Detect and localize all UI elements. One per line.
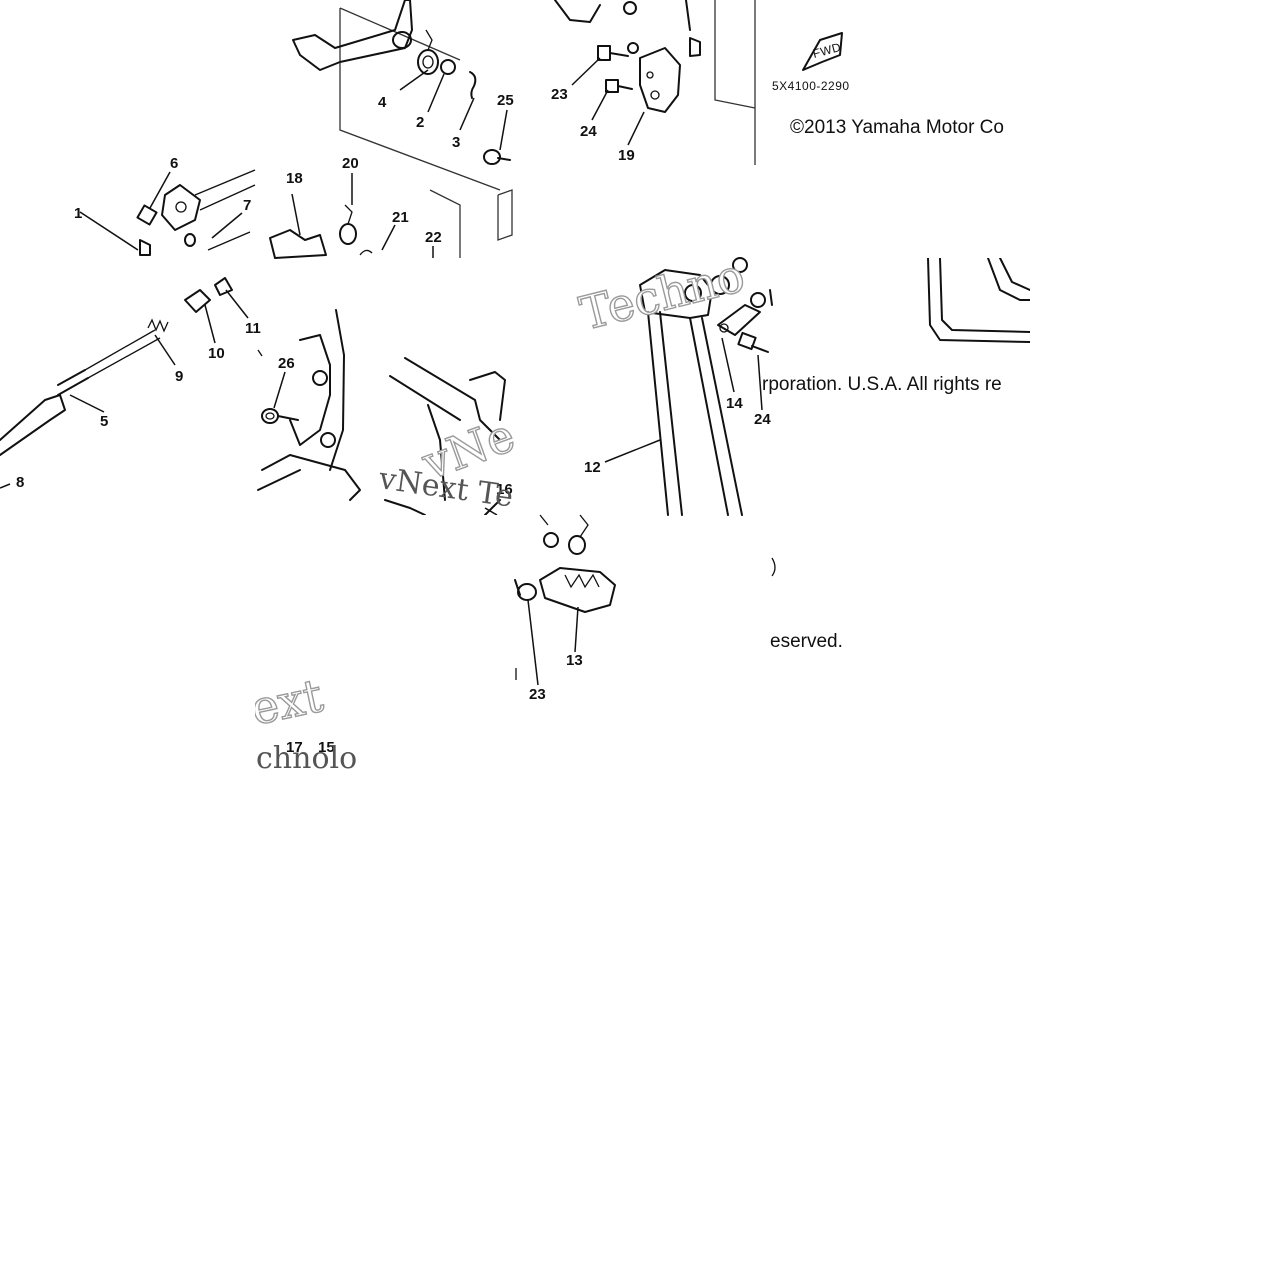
callout-26: 26 bbox=[278, 355, 295, 372]
callout-12: 12 bbox=[584, 459, 601, 476]
frame-section bbox=[257, 309, 506, 516]
brake-rod-assembly bbox=[0, 169, 434, 456]
bolt bbox=[597, 45, 629, 61]
callout-17: 17 bbox=[286, 739, 303, 756]
callout-16: 16 bbox=[496, 481, 513, 498]
callout-6: 6 bbox=[170, 155, 178, 172]
spring bbox=[339, 204, 357, 245]
copyright-line-1: ©2013 Yamaha Motor Co bbox=[790, 117, 1004, 138]
callouts: 1 2 3 4 5 6 7 8 9 10 11 12 13 14 15 16 1… bbox=[16, 86, 771, 756]
callout-10: 10 bbox=[208, 345, 225, 362]
callout-18: 18 bbox=[286, 170, 303, 187]
callout-23a: 23 bbox=[551, 86, 568, 103]
callout-13: 13 bbox=[566, 652, 583, 669]
watermark-5: chnolo bbox=[256, 741, 357, 776]
tile-top: FWD 5X4100-2290 ©2013 Yamaha Motor Co bbox=[292, 0, 1004, 258]
callout-5: 5 bbox=[100, 413, 108, 430]
callout-7: 7 bbox=[243, 197, 251, 214]
nut bbox=[261, 408, 299, 424]
spring bbox=[417, 29, 439, 75]
callout-24a: 24 bbox=[580, 123, 597, 140]
bolt bbox=[737, 331, 769, 353]
washer bbox=[440, 59, 456, 75]
callout-1: 1 bbox=[74, 205, 82, 222]
callout-11: 11 bbox=[245, 320, 261, 337]
spring bbox=[568, 514, 589, 555]
copyright-line-2: rporation. U.S.A. All rights re bbox=[762, 374, 1002, 395]
callout-9: 9 bbox=[175, 368, 183, 385]
svg-text:FWD: FWD bbox=[811, 40, 842, 61]
footrest-assembly: eserved. bbox=[514, 514, 843, 652]
callout-3: 3 bbox=[452, 134, 460, 151]
fwd-arrow-icon: FWD bbox=[802, 32, 843, 71]
watermark-4: ext bbox=[246, 668, 328, 736]
copyright-line-3: eserved. bbox=[770, 631, 843, 652]
callout-24b: 24 bbox=[754, 411, 771, 428]
leader-lines bbox=[0, 57, 763, 686]
spring bbox=[147, 318, 169, 333]
brake-pedal bbox=[292, 0, 601, 71]
callout-8: 8 bbox=[16, 474, 24, 491]
callout-21: 21 bbox=[392, 209, 409, 226]
callout-23b: 23 bbox=[529, 686, 546, 703]
diagram-code: 5X4100-2290 bbox=[772, 79, 850, 93]
callout-19: 19 bbox=[618, 147, 635, 164]
callout-15: 15 bbox=[318, 739, 335, 756]
callout-4: 4 bbox=[378, 94, 387, 111]
callout-20: 20 bbox=[342, 155, 359, 172]
callout-2: 2 bbox=[416, 114, 424, 131]
bolt bbox=[483, 149, 511, 165]
callout-22: 22 bbox=[425, 229, 442, 246]
callout-14: 14 bbox=[726, 395, 743, 412]
fragment bbox=[0, 349, 517, 680]
clip bbox=[469, 71, 477, 99]
callout-25: 25 bbox=[497, 92, 514, 109]
footrest-bracket bbox=[623, 0, 701, 113]
bolt bbox=[605, 79, 633, 93]
sidestand-assembly: rporation. U.S.A. All rights re bbox=[639, 257, 1031, 516]
